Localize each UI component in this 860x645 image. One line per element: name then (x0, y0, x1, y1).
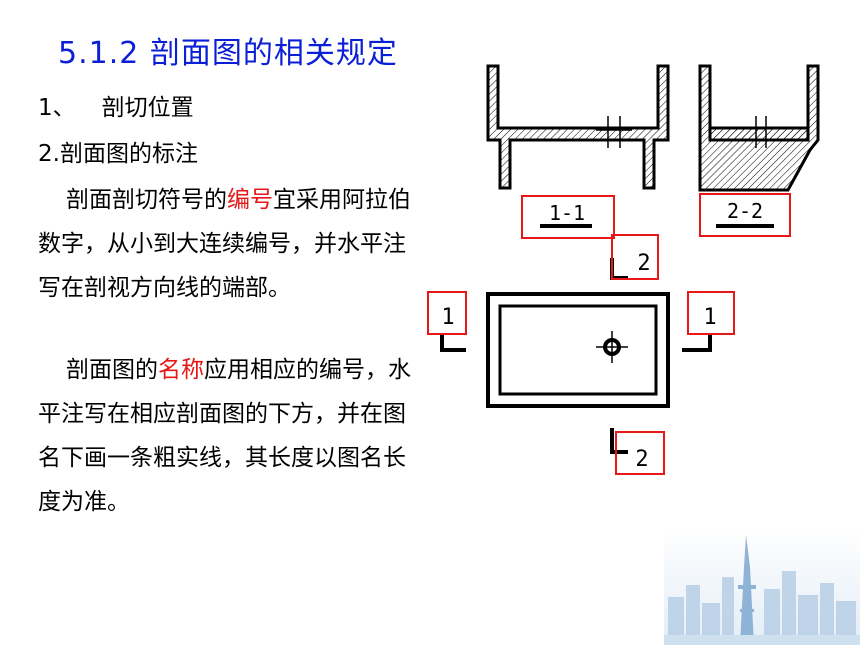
list-item-number: 2. (38, 141, 60, 167)
cut-mark-right-1: 1 (682, 291, 735, 352)
cut-mark-number: 1 (441, 305, 454, 330)
cut-mark-number: 2 (637, 251, 650, 276)
annotation-box (611, 234, 659, 280)
paragraph-text: 剖面图的 (66, 357, 158, 383)
cut-mark-number: 1 (703, 305, 716, 330)
paragraph-numbering-rule: 剖面剖切符号的编号宜采用阿拉伯数字，从小到大连续编号，并水平注写在剖视方向线的端… (38, 178, 413, 310)
cut-mark-bottom-2: 2 (610, 428, 665, 475)
section-label-2-2: 2-2 (699, 193, 791, 237)
list-item-text: 剖面图的标注 (59, 141, 198, 167)
list-item-section-annotation: 2.剖面图的标注 (38, 134, 198, 168)
list-item-number: 1、 (38, 95, 76, 121)
paragraph-text: 剖面剖切符号的 (66, 187, 227, 213)
annotation-box (687, 291, 735, 335)
cut-mark-left-1: 1 (427, 291, 467, 352)
section-label-text: 1-1 (549, 201, 585, 225)
section-label-1-1: 1-1 (521, 195, 615, 239)
annotation-box (427, 291, 467, 335)
annotation-box (699, 193, 791, 237)
page-title: 5.1.2 剖面图的相关规定 (58, 36, 398, 71)
section-label-text: 2-2 (727, 199, 763, 223)
paragraph-text: 宜采用阿拉伯数字，从小到大连续编号，并水平注写在剖视方向线的端部。 (38, 187, 411, 301)
city-skyline-icon (664, 527, 860, 645)
list-item-text: 剖切位置 (101, 95, 194, 121)
cut-mark-number: 2 (635, 447, 648, 472)
highlight-keyword: 名称 (158, 357, 204, 383)
plan-view (486, 292, 670, 408)
highlight-keyword: 编号 (227, 187, 273, 213)
section-view-1-1 (486, 64, 670, 190)
list-item-cut-position: 1、剖切位置 (38, 88, 194, 122)
paragraph-naming-rule: 剖面图的名称应用相应的编号，水平注写在相应剖面图的下方，并在图名下画一条粗实线，… (38, 348, 413, 524)
annotation-box (615, 431, 665, 475)
section-view-2-2 (698, 64, 820, 192)
cut-mark-top-2: 2 (610, 234, 659, 280)
paragraph-text: 应用相应的编号，水平注写在相应剖面图的下方，并在图名下画一条粗实线，其长度以图名… (38, 357, 411, 515)
annotation-box (521, 195, 615, 239)
section-drawing: 1-1 2-2 2 2 1 1 (427, 64, 820, 475)
